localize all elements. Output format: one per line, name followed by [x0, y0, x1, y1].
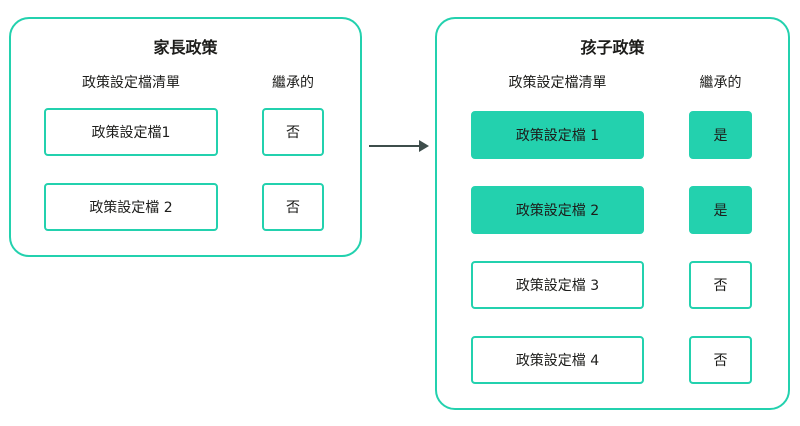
arrow-right-icon — [419, 140, 429, 152]
child-inherited-column-header: 繼承的 — [699, 75, 742, 91]
child-profile-2: 政策設定檔 2 — [471, 186, 644, 234]
child-profiles-column-header: 政策設定檔清單 — [508, 75, 607, 91]
parent-profiles-column-header: 政策設定檔清單 — [82, 75, 180, 91]
child-inherited-1: 是 — [689, 111, 752, 159]
parent-inherited-2: 否 — [262, 183, 324, 231]
parent-inherited-column-header: 繼承的 — [272, 75, 314, 91]
child-inherited-2: 是 — [689, 186, 752, 234]
child-inherited-4: 否 — [689, 336, 752, 384]
parent-profile-1: 政策設定檔1 — [44, 108, 218, 156]
parent-policy-title: 家長政策 — [153, 38, 218, 57]
parent-profile-2: 政策設定檔 2 — [44, 183, 218, 231]
child-profile-3: 政策設定檔 3 — [471, 261, 644, 309]
child-profile-1: 政策設定檔 1 — [471, 111, 644, 159]
child-policy-title: 孩子政策 — [580, 38, 645, 57]
child-inherited-3: 否 — [689, 261, 752, 309]
child-profile-4: 政策設定檔 4 — [471, 336, 644, 384]
parent-inherited-1: 否 — [262, 108, 324, 156]
inheritance-arrow-line — [369, 145, 421, 147]
